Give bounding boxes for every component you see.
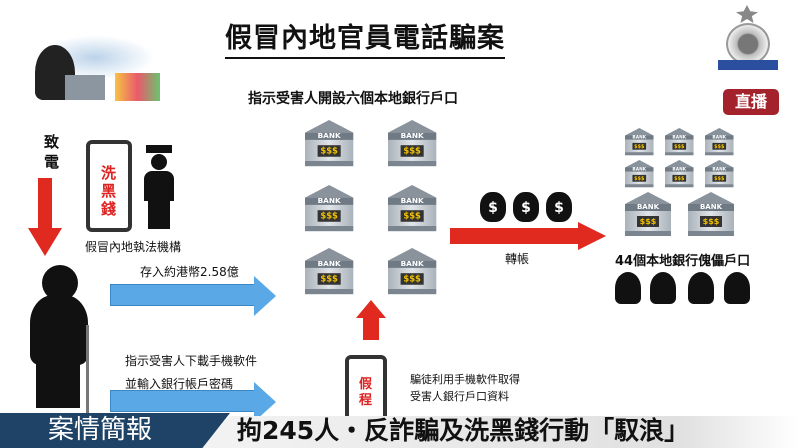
money-bag-icon: $ <box>546 192 572 222</box>
bank-icon: BANK$$$ <box>688 192 734 236</box>
download-line-2: 並輸入銀行帳戶密碼 <box>125 377 234 391</box>
transfer-arrow-head <box>578 222 606 250</box>
bank-icon: BANK$$$ <box>388 185 437 232</box>
deposit-label: 存入約港幣2.58億 <box>140 265 239 279</box>
bank-icon: BANK$$$ <box>305 185 354 232</box>
elderly-victim-silhouette <box>22 265 102 413</box>
phone-text: 假程 <box>359 377 373 408</box>
mule-accounts-label: 44個本地銀行傀儡戶口 <box>615 254 751 269</box>
bank-icon: BANK$$$ <box>705 160 734 188</box>
fake-agency-label: 假冒內地執法機構 <box>85 240 182 254</box>
transfer-label: 轉帳 <box>505 252 530 266</box>
red-up-arrow <box>363 318 379 340</box>
phone-text: 洗黑錢 <box>101 164 117 218</box>
download-line-1: 指示受害人下載手機軟件 <box>125 354 258 368</box>
obtain-line-1: 騙徒利用手機軟件取得 <box>410 373 520 386</box>
money-bag-icon: $ <box>480 192 506 222</box>
police-officer-icon <box>143 145 175 230</box>
phone-illustration: 洗黑錢 <box>86 140 132 232</box>
headline-banner <box>200 416 799 448</box>
red-down-arrow <box>38 178 52 230</box>
bank-icon: BANK$$$ <box>305 248 354 295</box>
page-title: 假冒內地官員電話騙案 <box>225 16 505 59</box>
police-emblem-logo <box>718 5 778 75</box>
open-accounts-label: 指示受害人開設六個本地銀行戶口 <box>248 91 458 107</box>
bank-icon: BANK$$$ <box>625 160 654 188</box>
section-banner: 案情簡報 <box>0 413 230 448</box>
download-arrow <box>110 382 276 422</box>
live-badge: 直播 <box>723 89 779 115</box>
masked-person-icon <box>688 272 714 304</box>
transfer-arrow <box>450 228 580 244</box>
obtain-line-2: 受害人銀行戶口資料 <box>410 390 509 403</box>
bank-icon: BANK$$$ <box>305 120 354 167</box>
bank-icon: BANK$$$ <box>388 248 437 295</box>
bank-icon: BANK$$$ <box>705 128 734 156</box>
bank-icon: BANK$$$ <box>625 128 654 156</box>
masked-person-icon <box>724 272 750 304</box>
masked-person-icon <box>650 272 676 304</box>
bank-icon: BANK$$$ <box>665 160 694 188</box>
red-down-arrow-head <box>28 228 62 256</box>
red-up-arrow-head <box>356 300 386 318</box>
headline-text: 拘245人・反詐騙及洗黑錢行動「馭浪」 <box>237 416 690 445</box>
money-bag-icon: $ <box>513 192 539 222</box>
masked-person-icon <box>615 272 641 304</box>
deposit-arrow <box>110 276 276 316</box>
bank-icon: BANK$$$ <box>665 128 694 156</box>
bank-icon: BANK$$$ <box>388 120 437 167</box>
bank-icon: BANK$$$ <box>625 192 671 236</box>
call-label: 致電 <box>44 133 60 171</box>
hacker-illustration <box>15 35 175 105</box>
